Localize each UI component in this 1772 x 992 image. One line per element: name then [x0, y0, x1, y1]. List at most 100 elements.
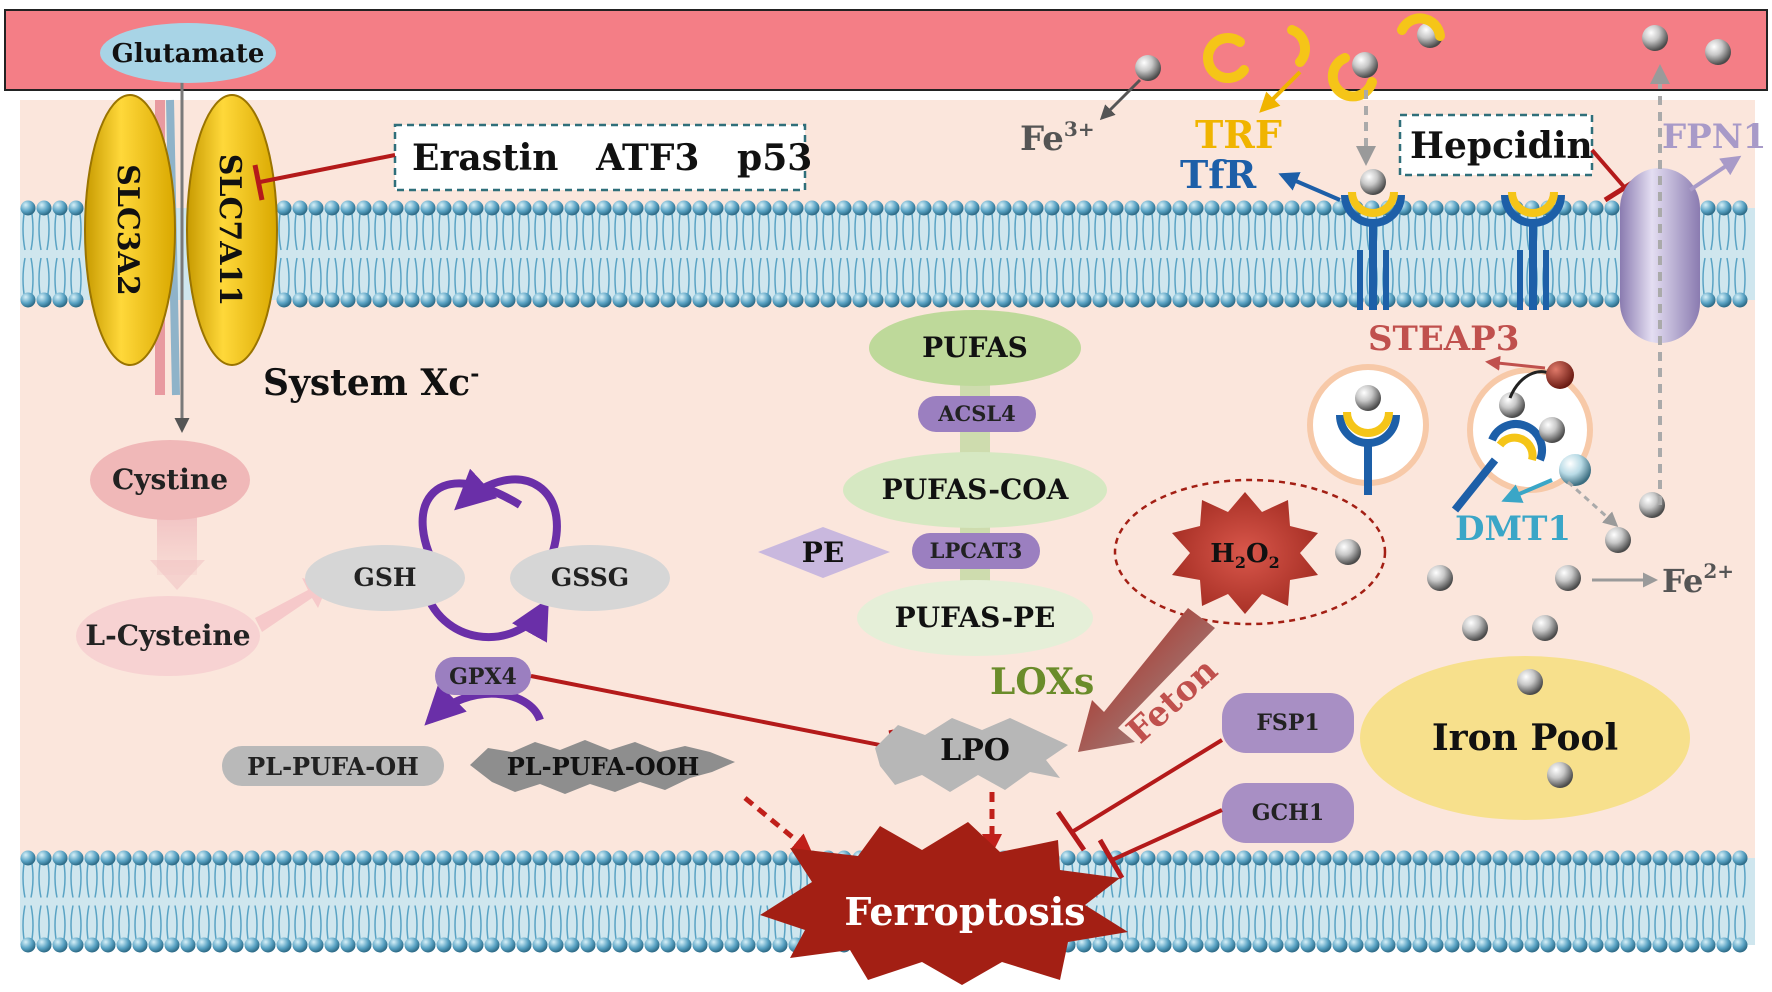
- lipid-head: [1364, 937, 1380, 953]
- lipid-head: [596, 850, 612, 866]
- lipid-head: [420, 850, 436, 866]
- ferroptosis-node: [760, 822, 1128, 985]
- acsl4-node: [918, 396, 1036, 432]
- lipid-head: [1396, 850, 1412, 866]
- lipid-head: [308, 937, 324, 953]
- lipid-head: [932, 200, 948, 216]
- lipid-head: [1204, 850, 1220, 866]
- lipid-head: [612, 937, 628, 953]
- lipid-head: [1380, 937, 1396, 953]
- lipid-head: [1732, 200, 1748, 216]
- gssg-node: [510, 545, 670, 611]
- steap3-label: STEAP3: [1368, 319, 1519, 359]
- lipid-head: [1460, 292, 1476, 308]
- lipid-head: [468, 937, 484, 953]
- lipid-head: [484, 292, 500, 308]
- gch1-label: GCH1: [1252, 800, 1324, 826]
- slc3a2-label: SLC3A2: [110, 164, 145, 296]
- lipid-head: [1700, 937, 1716, 953]
- lipid-head: [1172, 850, 1188, 866]
- lipid-head: [340, 937, 356, 953]
- lipid-head: [532, 200, 548, 216]
- lipid-head: [324, 200, 340, 216]
- lipid-head: [1524, 937, 1540, 953]
- lipid-head: [52, 937, 68, 953]
- lipid-head: [1556, 292, 1572, 308]
- iron-ions-extracellular: [1135, 22, 1731, 81]
- lipid-head: [20, 937, 36, 953]
- lipid-head: [660, 850, 676, 866]
- lipid-head: [420, 937, 436, 953]
- lipid-head: [308, 850, 324, 866]
- pufas-pe-node: [857, 580, 1093, 656]
- lipid-head: [1716, 850, 1732, 866]
- lipid-head: [1604, 292, 1620, 308]
- lipid-head: [20, 292, 36, 308]
- lipid-head: [548, 937, 564, 953]
- fpn1-channel: [1620, 168, 1700, 343]
- lipid-head: [660, 200, 676, 216]
- lipid-head: [980, 292, 996, 308]
- lipid-head: [1316, 850, 1332, 866]
- fe2-label: Fe2+: [1662, 559, 1734, 600]
- lipid-head: [740, 850, 756, 866]
- tfr-label: TfR: [1180, 152, 1257, 197]
- lipid-head: [1284, 850, 1300, 866]
- lipid-head: [1492, 292, 1508, 308]
- lipid-head: [932, 292, 948, 308]
- lipid-head: [468, 292, 484, 308]
- lipid-head: [1316, 937, 1332, 953]
- lipid-head: [1428, 292, 1444, 308]
- glutamate-label: Glutamate: [112, 39, 265, 69]
- lipid-head: [1716, 200, 1732, 216]
- lipid-head: [1364, 850, 1380, 866]
- lipid-head: [1300, 200, 1316, 216]
- lipid-head: [1492, 850, 1508, 866]
- lipid-head: [500, 200, 516, 216]
- lpo-label: LPO: [940, 733, 1010, 768]
- lipid-head: [1140, 937, 1156, 953]
- lipid-head: [1188, 850, 1204, 866]
- lipid-head: [916, 292, 932, 308]
- glutamate-node: [100, 23, 276, 83]
- lipid-head: [1588, 200, 1604, 216]
- loxs-label: LOXs: [990, 661, 1094, 703]
- fe3-label: Fe3+: [1020, 117, 1095, 159]
- hepcidin-label: Hepcidin: [1410, 125, 1593, 167]
- lipid-head: [548, 292, 564, 308]
- lipid-head: [676, 200, 692, 216]
- lipid-head: [132, 850, 148, 866]
- lipid-head: [644, 850, 660, 866]
- lipid-head: [1588, 937, 1604, 953]
- trf-label: TRF: [1195, 112, 1282, 157]
- iron-ion: [1335, 539, 1361, 565]
- lipid-head: [1188, 200, 1204, 216]
- lipid-head: [708, 850, 724, 866]
- lipid-head: [484, 850, 500, 866]
- lipid-head: [1412, 292, 1428, 308]
- lipid-head: [1268, 292, 1284, 308]
- lipid-head: [1588, 850, 1604, 866]
- lipid-head: [1700, 850, 1716, 866]
- lipid-head: [1172, 200, 1188, 216]
- lipid-head: [164, 850, 180, 866]
- pufas-coa-node: [843, 452, 1107, 528]
- slc7a11-protein: [186, 94, 278, 366]
- lipid-head: [1508, 937, 1524, 953]
- lipid-head: [196, 937, 212, 953]
- lipid-head: [852, 292, 868, 308]
- lipid-head: [1428, 200, 1444, 216]
- lipid-head: [436, 850, 452, 866]
- lipid-head: [1268, 850, 1284, 866]
- lipid-head: [980, 200, 996, 216]
- lipid-head: [1044, 200, 1060, 216]
- lipid-head: [164, 937, 180, 953]
- inhibitors-box: [393, 123, 807, 192]
- lipid-head: [1156, 850, 1172, 866]
- lipid-head: [1604, 850, 1620, 866]
- lipid-head: [452, 292, 468, 308]
- iron-pool-label: Iron Pool: [1432, 717, 1618, 759]
- dmt1-label: DMT1: [1455, 509, 1571, 549]
- lipid-head: [900, 292, 916, 308]
- lipid-head: [1108, 200, 1124, 216]
